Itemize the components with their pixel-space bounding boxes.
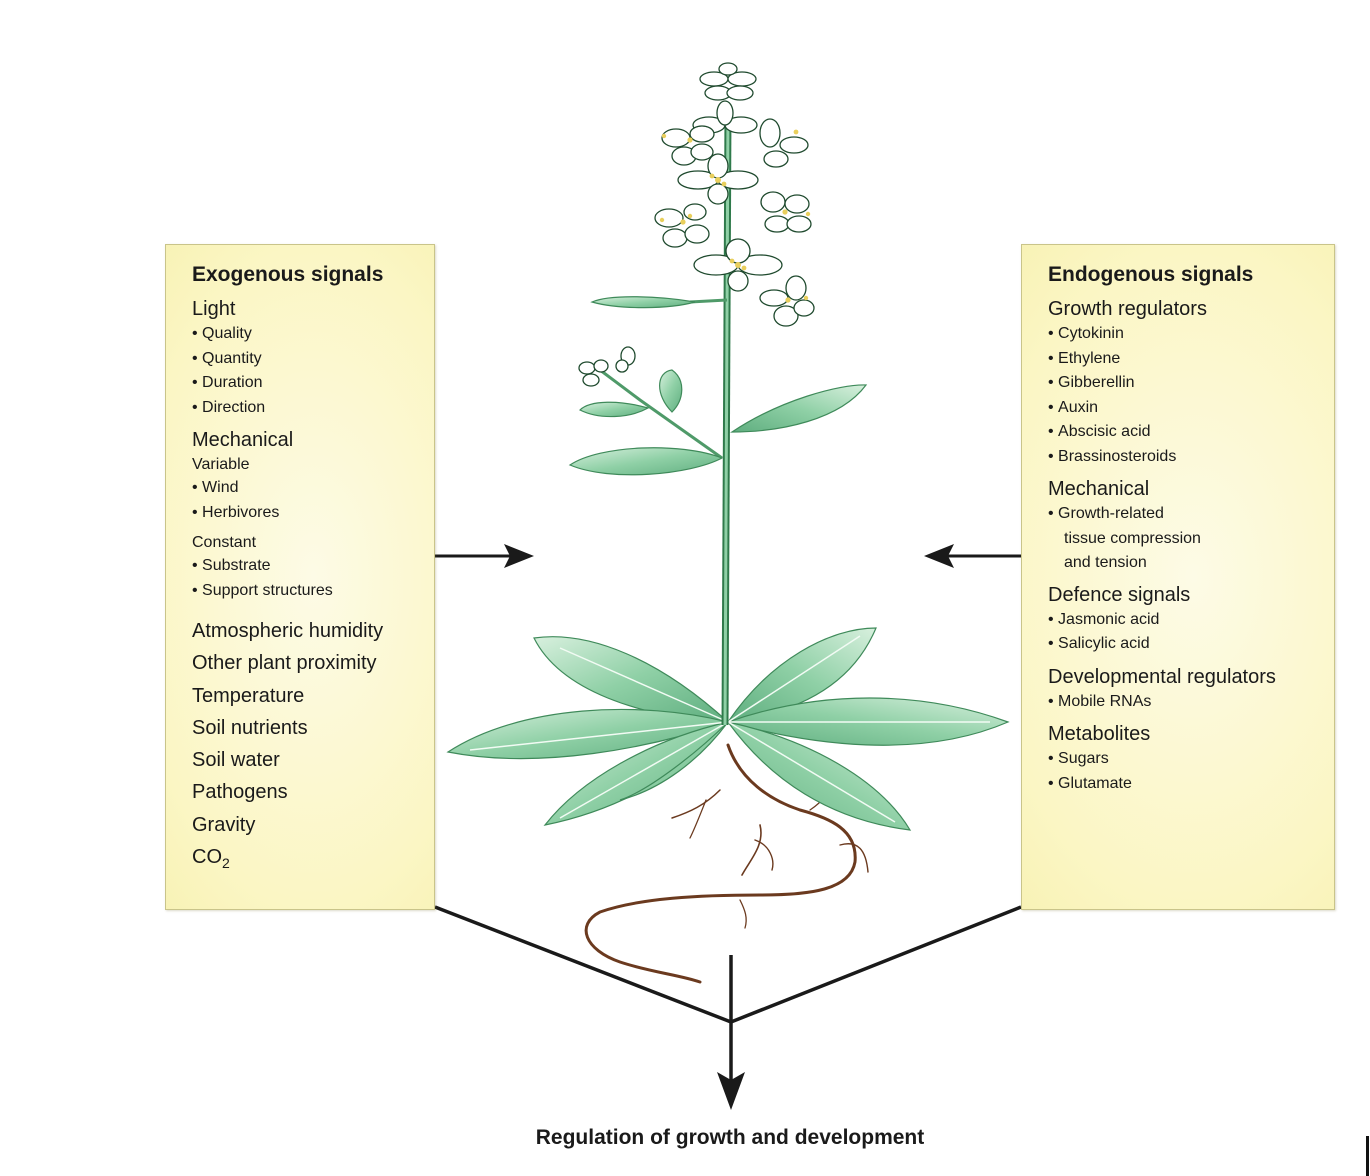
endogenous-arrow: [924, 544, 1021, 568]
flower-stamens: [659, 129, 811, 303]
signal-item: Temperature: [192, 684, 305, 707]
mechanical-label: Mechanical: [192, 429, 294, 451]
list-item: Support structures: [192, 579, 428, 604]
exogenous-title: Exogenous signals: [192, 263, 384, 286]
list-item: Wind: [192, 476, 428, 501]
co2-item: CO2: [192, 841, 428, 879]
list-item: Abscisic acid: [1048, 420, 1328, 445]
list-item: Glutamate: [1048, 772, 1328, 797]
signal-item: Gravity: [192, 813, 256, 836]
list-item: Direction: [192, 396, 428, 421]
metabolites-label: Metabolites: [1048, 723, 1151, 745]
list-item: Auxin: [1048, 396, 1328, 421]
list-item: Growth-related: [1048, 502, 1328, 527]
list-item: Gibberellin: [1048, 371, 1328, 396]
signal-item: Other plant proximity: [192, 652, 377, 675]
defence-signals-label: Defence signals: [1048, 583, 1191, 606]
list-item: Mobile RNAs: [1048, 690, 1328, 715]
convergence-arrows: [434, 905, 1022, 1080]
bottom-caption: Regulation of growth and development: [535, 1126, 925, 1149]
constant-label: Constant: [192, 534, 257, 551]
list-item: Substrate: [192, 554, 428, 579]
list-item: Quality: [192, 322, 428, 347]
co2-subscript: 2: [222, 855, 230, 872]
list-item: Ethylene: [1048, 347, 1328, 372]
light-label: Light: [192, 298, 236, 320]
list-item: Brassinosteroids: [1048, 445, 1328, 470]
endogenous-title: Endogenous signals: [1048, 263, 1254, 286]
stem: [599, 109, 732, 726]
signal-item: Pathogens: [192, 781, 288, 804]
list-item-continuation: and tension: [1064, 553, 1147, 571]
developmental-regulators-label: Developmental regulators: [1048, 665, 1276, 688]
list-item: Duration: [192, 371, 428, 396]
list-item: Quantity: [192, 347, 428, 372]
list-item: Sugars: [1048, 747, 1328, 772]
list-item: Jasmonic acid: [1048, 608, 1328, 633]
list-item: Cytokinin: [1048, 322, 1328, 347]
roots: [584, 743, 869, 984]
variable-label: Variable: [192, 456, 250, 473]
output-arrowhead: [717, 1072, 745, 1110]
signal-item: Atmospheric humidity: [192, 620, 384, 642]
growth-regulators-label: Growth regulators: [1048, 298, 1207, 320]
signal-item: Soil water: [192, 749, 280, 772]
list-item: Herbivores: [192, 501, 428, 526]
rosette-leaves: [446, 627, 1010, 831]
flower-cluster: [578, 62, 815, 387]
list-item: Salicylic acid: [1048, 632, 1328, 657]
exogenous-signals-panel: Exogenous signals Light Quality Quantity…: [165, 244, 435, 910]
mechanical-label: Mechanical: [1048, 478, 1150, 500]
signal-item: Soil nutrients: [192, 716, 308, 739]
stem-leaves: [568, 296, 868, 476]
endogenous-signals-panel: Endogenous signals Growth regulators Cyt…: [1021, 244, 1335, 910]
edge-mark: [1366, 1136, 1369, 1176]
list-item-continuation: tissue compression: [1064, 529, 1201, 547]
exogenous-arrow: [435, 544, 534, 568]
co2-base: CO: [192, 846, 222, 869]
